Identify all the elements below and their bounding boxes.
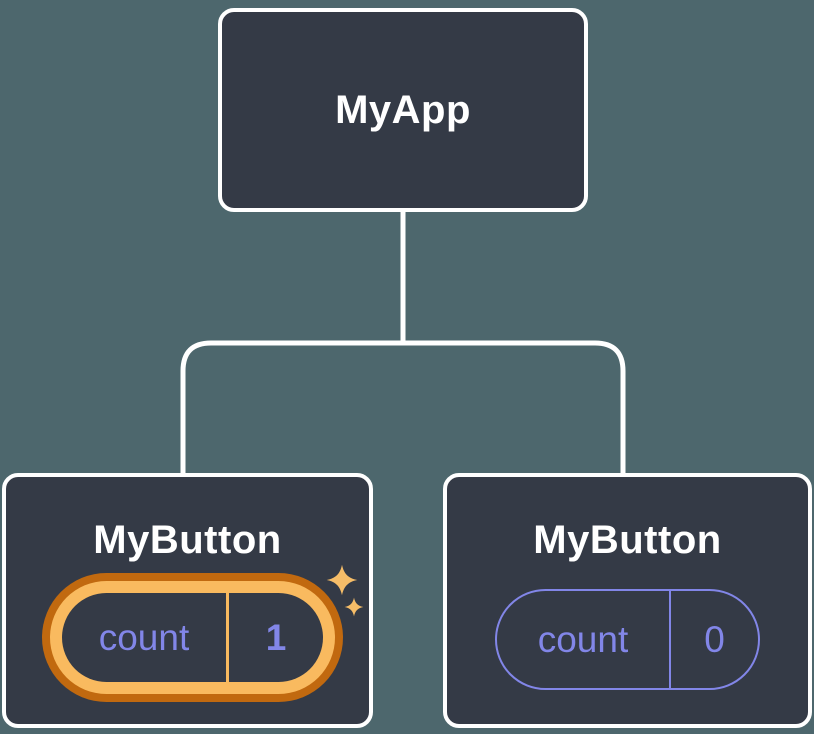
node-label: MyButton (93, 518, 282, 562)
state-key-label: count (98, 617, 190, 658)
state-value: 0 (704, 619, 725, 660)
tree-node-mybutton-active: MyButton count 1 (2, 473, 373, 728)
state-badge-highlighted: count 1 (42, 573, 343, 702)
state-badge: count 0 (495, 589, 760, 690)
sparkle-icon (326, 564, 358, 596)
state-badge-gold-ring: count 1 (50, 581, 335, 694)
state-badge-divider (669, 591, 671, 688)
state-key-label: count (537, 619, 629, 660)
sparkle-icon (344, 597, 364, 617)
tree-node-root: MyApp (218, 8, 588, 212)
state-badge-core: count 1 (62, 593, 323, 682)
connector-branch-bracket (180, 340, 626, 473)
state-badge-divider (226, 593, 229, 682)
node-label: MyButton (533, 518, 722, 562)
state-value: 1 (265, 617, 287, 658)
root-node-label: MyApp (335, 88, 471, 132)
tree-node-mybutton-idle: MyButton count 0 (443, 473, 812, 728)
